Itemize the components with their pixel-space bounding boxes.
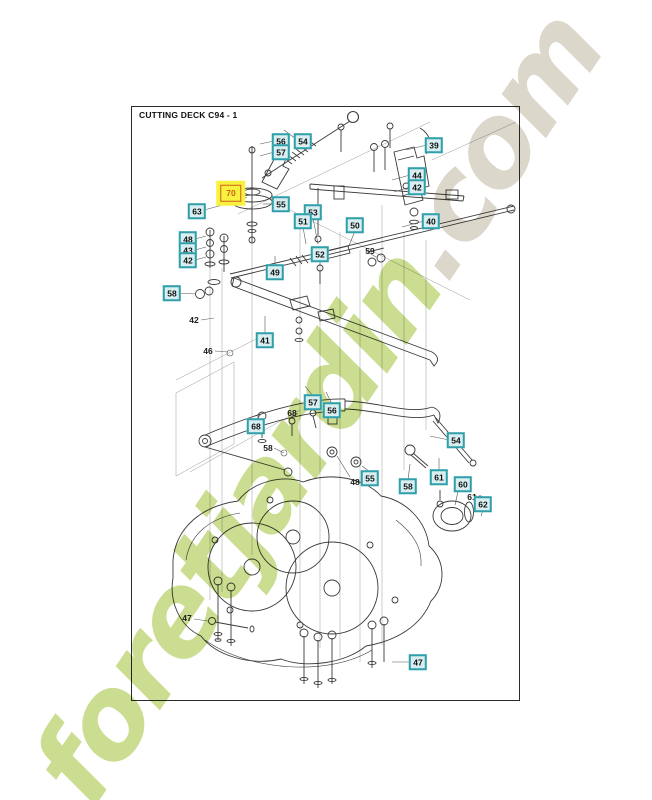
part-callout-49[interactable]: 49 <box>265 264 285 280</box>
part-callout-41[interactable]: 41 <box>255 332 275 348</box>
part-callout-48: 48 <box>350 476 360 487</box>
part-callout-62[interactable]: 62 <box>473 496 493 512</box>
part-callout-51[interactable]: 51 <box>293 213 313 229</box>
part-callout-42[interactable]: 42 <box>407 179 427 195</box>
part-callout-61[interactable]: 61 <box>429 469 449 485</box>
part-callout-40[interactable]: 40 <box>421 213 441 229</box>
part-callout-54[interactable]: 54 <box>293 133 313 149</box>
part-callout-59: 59 <box>365 245 375 256</box>
part-callout-53[interactable]: 53 <box>303 204 323 220</box>
part-callout-60[interactable]: 60 <box>453 476 473 492</box>
part-callout-58[interactable]: 58 <box>398 478 418 494</box>
part-callout-63[interactable]: 63 <box>187 203 207 219</box>
part-callout-46: 46 <box>203 345 213 356</box>
part-callout-50[interactable]: 50 <box>345 217 365 233</box>
part-callout-68[interactable]: 68 <box>246 418 266 434</box>
part-callout-55[interactable]: 55 <box>271 196 291 212</box>
part-callout-57[interactable]: 57 <box>303 394 323 410</box>
part-callout-39[interactable]: 39 <box>424 137 444 153</box>
part-callout-55[interactable]: 55 <box>360 470 380 486</box>
part-callout-58: 58 <box>263 442 273 453</box>
part-callout-68: 68 <box>287 407 297 418</box>
part-callout-57[interactable]: 57 <box>271 144 291 160</box>
part-callout-56[interactable]: 56 <box>322 402 342 418</box>
part-callout-42: 42 <box>189 314 199 325</box>
part-callout-52[interactable]: 52 <box>310 246 330 262</box>
part-callout-42[interactable]: 42 <box>178 252 198 268</box>
part-callout-54[interactable]: 54 <box>446 432 466 448</box>
part-callout-47[interactable]: 47 <box>408 654 428 670</box>
diagram-title: CUTTING DECK C94 - 1 <box>139 110 238 120</box>
part-callout-58[interactable]: 58 <box>162 285 182 301</box>
part-callout-70[interactable]: 70 <box>220 184 242 202</box>
part-callout-61: 61 <box>467 491 477 502</box>
part-callout-47: 47 <box>182 612 192 623</box>
